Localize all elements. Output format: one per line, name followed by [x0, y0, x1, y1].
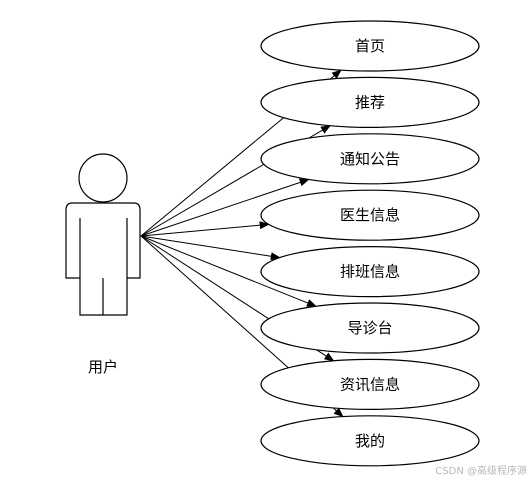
watermark: CSDN @高级程序源 [435, 464, 527, 477]
use-case-ellipse [260, 20, 480, 72]
use-case: 医生信息 [260, 189, 480, 241]
actor-body [65, 202, 141, 316]
actor-figure [65, 153, 141, 316]
use-case-label: 资讯信息 [340, 375, 400, 393]
association-arrow [140, 221, 270, 237]
actor-label: 用户 [88, 358, 118, 376]
association-arrow [140, 235, 281, 261]
use-case: 首页 [260, 20, 480, 72]
use-case-ellipse [260, 415, 480, 467]
use-case-label: 医生信息 [340, 206, 400, 224]
use-case-label: 通知公告 [340, 150, 400, 168]
use-case-label: 导诊台 [347, 319, 392, 337]
use-case-label: 首页 [355, 37, 385, 55]
use-case: 我的 [260, 415, 480, 467]
use-case-ellipse [260, 302, 480, 354]
use-case: 排班信息 [260, 246, 480, 298]
use-case-ellipse [260, 76, 480, 129]
use-case-ellipse [260, 133, 480, 185]
use-case: 推荐 [260, 76, 480, 129]
use-case-ellipse [260, 358, 480, 410]
association-arrow [140, 235, 317, 307]
use-case-ellipse [260, 189, 480, 241]
use-case: 资讯信息 [260, 358, 480, 410]
use-case-label: 我的 [355, 432, 385, 450]
association-arrow [140, 178, 310, 237]
use-case-label: 推荐 [355, 93, 385, 111]
use-case: 导诊台 [260, 302, 480, 354]
use-case-label: 排班信息 [340, 263, 400, 281]
actor-head [78, 153, 128, 203]
use-case-ellipse [260, 246, 480, 298]
use-case: 通知公告 [260, 133, 480, 185]
